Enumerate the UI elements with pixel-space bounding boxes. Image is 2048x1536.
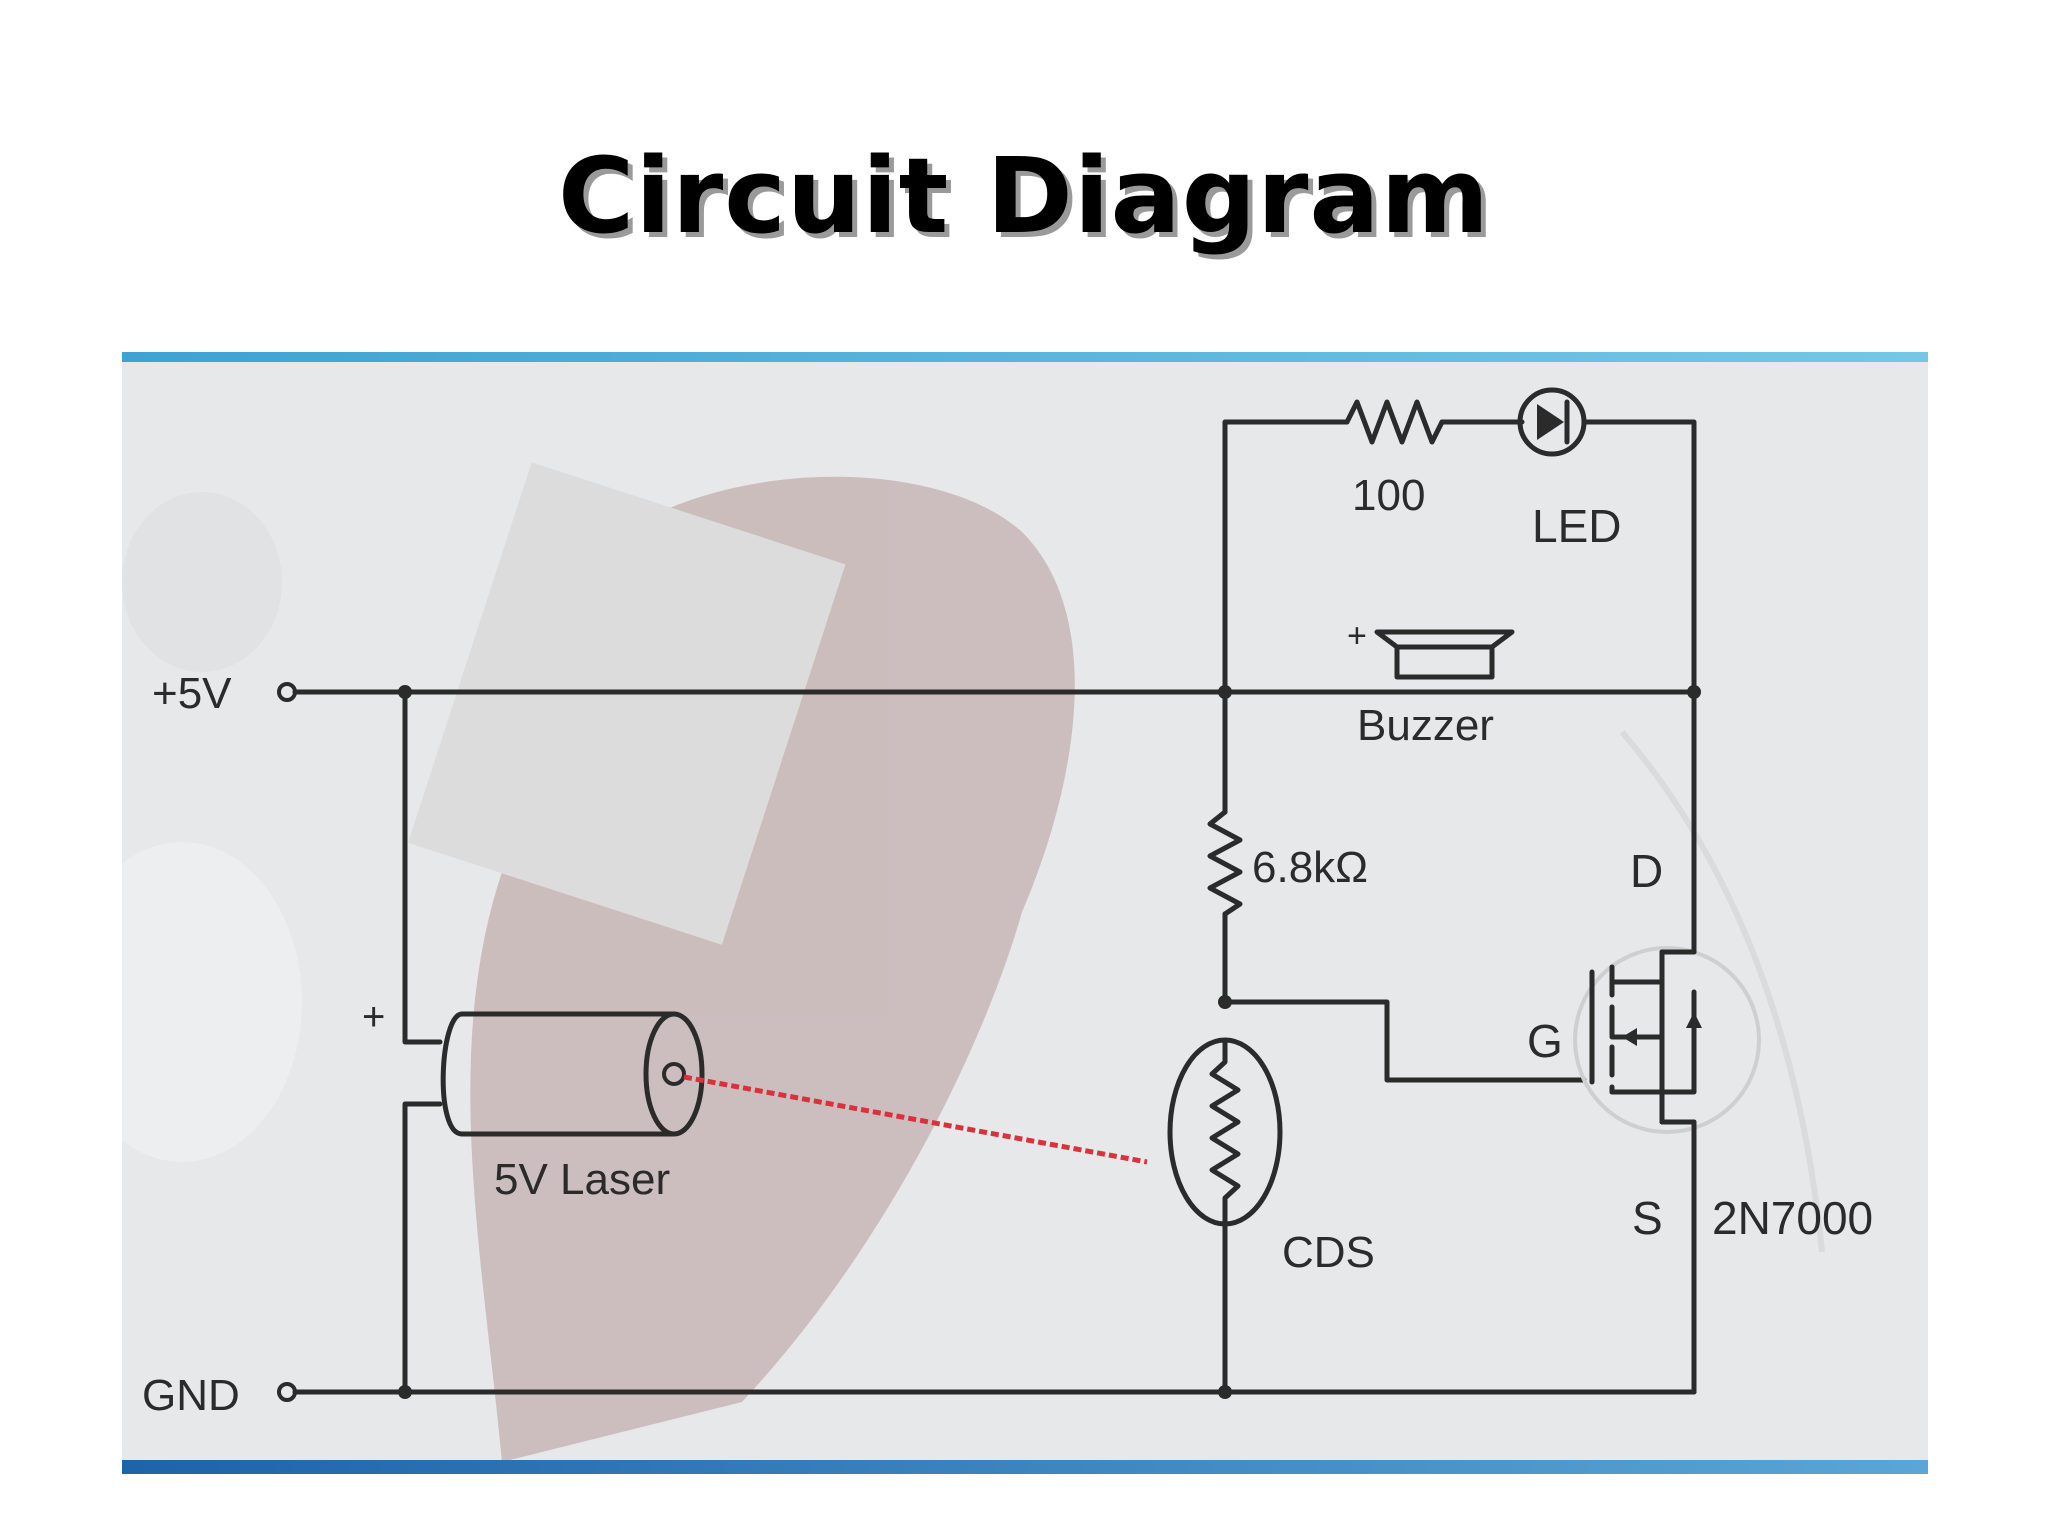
circuit-diagram: +5V GND + 5V Laser 100 LED + Buzzer 6.8k… — [122, 387, 1873, 1462]
label-laser: 5V Laser — [494, 1155, 670, 1204]
divider-branch — [1167, 689, 1587, 1399]
label-gnd: GND — [142, 1371, 240, 1420]
rail-gnd — [277, 1382, 1697, 1402]
background-photo — [122, 462, 1825, 1462]
label-gate: G — [1527, 1015, 1563, 1067]
led-branch — [1218, 387, 1701, 699]
rail-vcc — [277, 682, 1697, 702]
resistor-6-8k — [1207, 809, 1243, 917]
label-vcc: +5V — [152, 669, 232, 718]
label-r100: 100 — [1352, 471, 1425, 520]
label-laser-plus: + — [362, 995, 385, 1039]
led — [1517, 387, 1587, 457]
cds-photoresistor — [1167, 1037, 1283, 1227]
slide-title: Circuit Diagram — [558, 135, 1490, 257]
resistor-100 — [1344, 399, 1445, 445]
label-buzzer: Buzzer — [1357, 701, 1494, 750]
label-r68k: 6.8kΩ — [1252, 843, 1368, 892]
label-drain: D — [1630, 845, 1663, 897]
label-buzzer-plus: + — [1347, 617, 1367, 655]
buzzer — [1374, 629, 1515, 680]
laser-module — [440, 1011, 705, 1137]
frame-top-border — [122, 352, 1928, 362]
label-cds: CDS — [1282, 1228, 1375, 1277]
circuit-diagram-frame: +5V GND + 5V Laser 100 LED + Buzzer 6.8k… — [122, 352, 1928, 1474]
mosfet-2n7000 — [1573, 689, 1761, 1395]
frame-bottom-border — [122, 1460, 1928, 1474]
laser-branch — [398, 685, 1148, 1399]
label-led: LED — [1532, 500, 1621, 552]
laser-beam — [683, 1074, 1148, 1165]
label-source: S — [1632, 1192, 1663, 1244]
label-mosfet: 2N7000 — [1712, 1192, 1873, 1244]
